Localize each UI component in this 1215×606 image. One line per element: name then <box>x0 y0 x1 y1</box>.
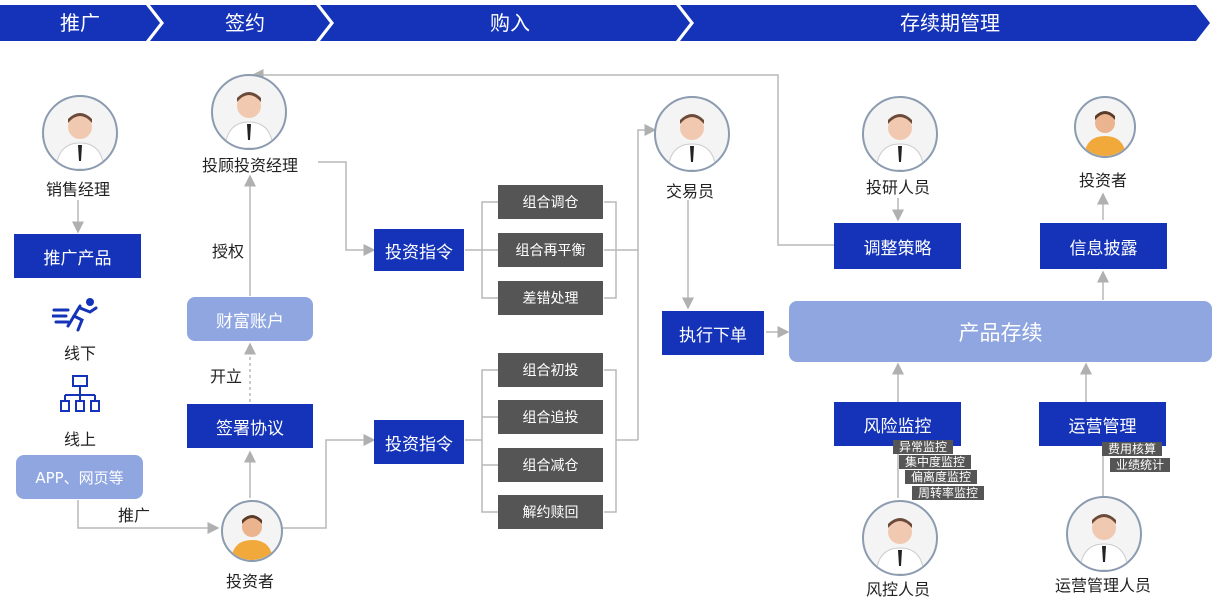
instruction-top-box: 投资指令 <box>374 229 464 271</box>
promote-label: 推广 <box>117 506 150 525</box>
network-icon <box>60 375 100 412</box>
phase-header <box>0 5 1210 41</box>
authorize-label: 授权 <box>211 242 244 261</box>
wealth-account-box: 财富账户 <box>187 297 313 341</box>
ops-staff-avatar <box>1066 496 1142 572</box>
op-initial-invest: 组合初投 <box>498 353 603 387</box>
investor-bottom-avatar <box>221 500 283 562</box>
offline-label: 线下 <box>63 344 96 363</box>
ops-management-box: 运营管理 <box>1039 402 1166 446</box>
risk-control-box: 风险监控 <box>834 402 961 446</box>
online-label: 线上 <box>63 430 96 449</box>
op-redeem: 解约赎回 <box>498 495 603 529</box>
researcher-label: 投研人员 <box>865 178 930 197</box>
op-additional-invest: 组合追投 <box>498 400 603 434</box>
risk-tag-concentration: 集中度监控 <box>899 455 972 469</box>
ops-tag-performance: 业绩统计 <box>1110 458 1171 472</box>
promote-product-box: 推广产品 <box>14 234 141 278</box>
op-reduce-position: 组合减仓 <box>498 448 603 482</box>
risk-tag-turnover: 周转率监控 <box>912 486 985 500</box>
product-continue-box: 产品存续 <box>789 301 1212 362</box>
phase-duration-management: 存续期管理 <box>900 11 1000 35</box>
op-error-handling: 差错处理 <box>498 281 603 315</box>
trader-avatar <box>654 96 730 172</box>
investor-bottom-label: 投资者 <box>225 572 274 591</box>
risk-tag-anomaly: 异常监控 <box>893 440 954 454</box>
info-disclosure-box: 信息披露 <box>1040 223 1167 269</box>
trader-label: 交易员 <box>665 182 714 201</box>
risk-tag-deviation: 偏离度监控 <box>905 470 978 484</box>
sales-manager-label: 销售经理 <box>45 180 110 199</box>
researcher-avatar <box>862 96 938 172</box>
adjust-strategy-box: 调整策略 <box>834 223 961 269</box>
phase-buy: 购入 <box>490 11 530 35</box>
app-web-box: APP、网页等 <box>16 455 143 499</box>
op-rebalance-position: 组合调仓 <box>498 185 603 219</box>
sales-manager-avatar <box>42 95 118 171</box>
open-account-label: 开立 <box>209 367 242 386</box>
advisor-manager-label: 投顾投资经理 <box>201 156 298 175</box>
investor-top-avatar <box>1074 96 1136 158</box>
investor-top-label: 投资者 <box>1078 171 1127 190</box>
risk-staff-label: 风控人员 <box>865 580 930 599</box>
instruction-bottom-box: 投资指令 <box>374 420 464 464</box>
risk-staff-avatar <box>862 500 938 576</box>
advisor-manager-avatar <box>211 74 287 150</box>
phase-promote: 推广 <box>60 11 100 35</box>
sign-agreement-box: 签署协议 <box>187 404 313 448</box>
phase-sign: 签约 <box>225 11 265 35</box>
ops-staff-label: 运营管理人员 <box>1054 576 1151 595</box>
running-person-icon <box>52 298 98 332</box>
ops-tag-fee: 费用核算 <box>1102 442 1163 456</box>
op-rebalance-portfolio: 组合再平衡 <box>498 233 603 267</box>
execute-order-box: 执行下单 <box>662 311 764 355</box>
